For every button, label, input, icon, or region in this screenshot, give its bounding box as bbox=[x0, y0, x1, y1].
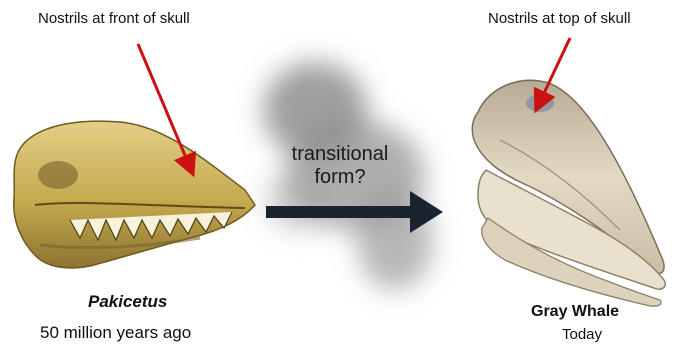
pakicetus-age: 50 million years ago bbox=[40, 323, 191, 343]
whale-nostril-note: Nostrils at top of skull bbox=[488, 10, 631, 27]
pakicetus-nostril-note: Nostrils at front of skull bbox=[38, 10, 190, 27]
gray-whale-age: Today bbox=[562, 326, 602, 343]
gray-whale-skull bbox=[472, 80, 665, 306]
gray-whale-name: Gray Whale bbox=[531, 303, 619, 321]
pakicetus-skull bbox=[14, 121, 255, 268]
transitional-form-label: transitional form? bbox=[280, 143, 400, 189]
pakicetus-name: Pakicetus bbox=[88, 292, 167, 312]
